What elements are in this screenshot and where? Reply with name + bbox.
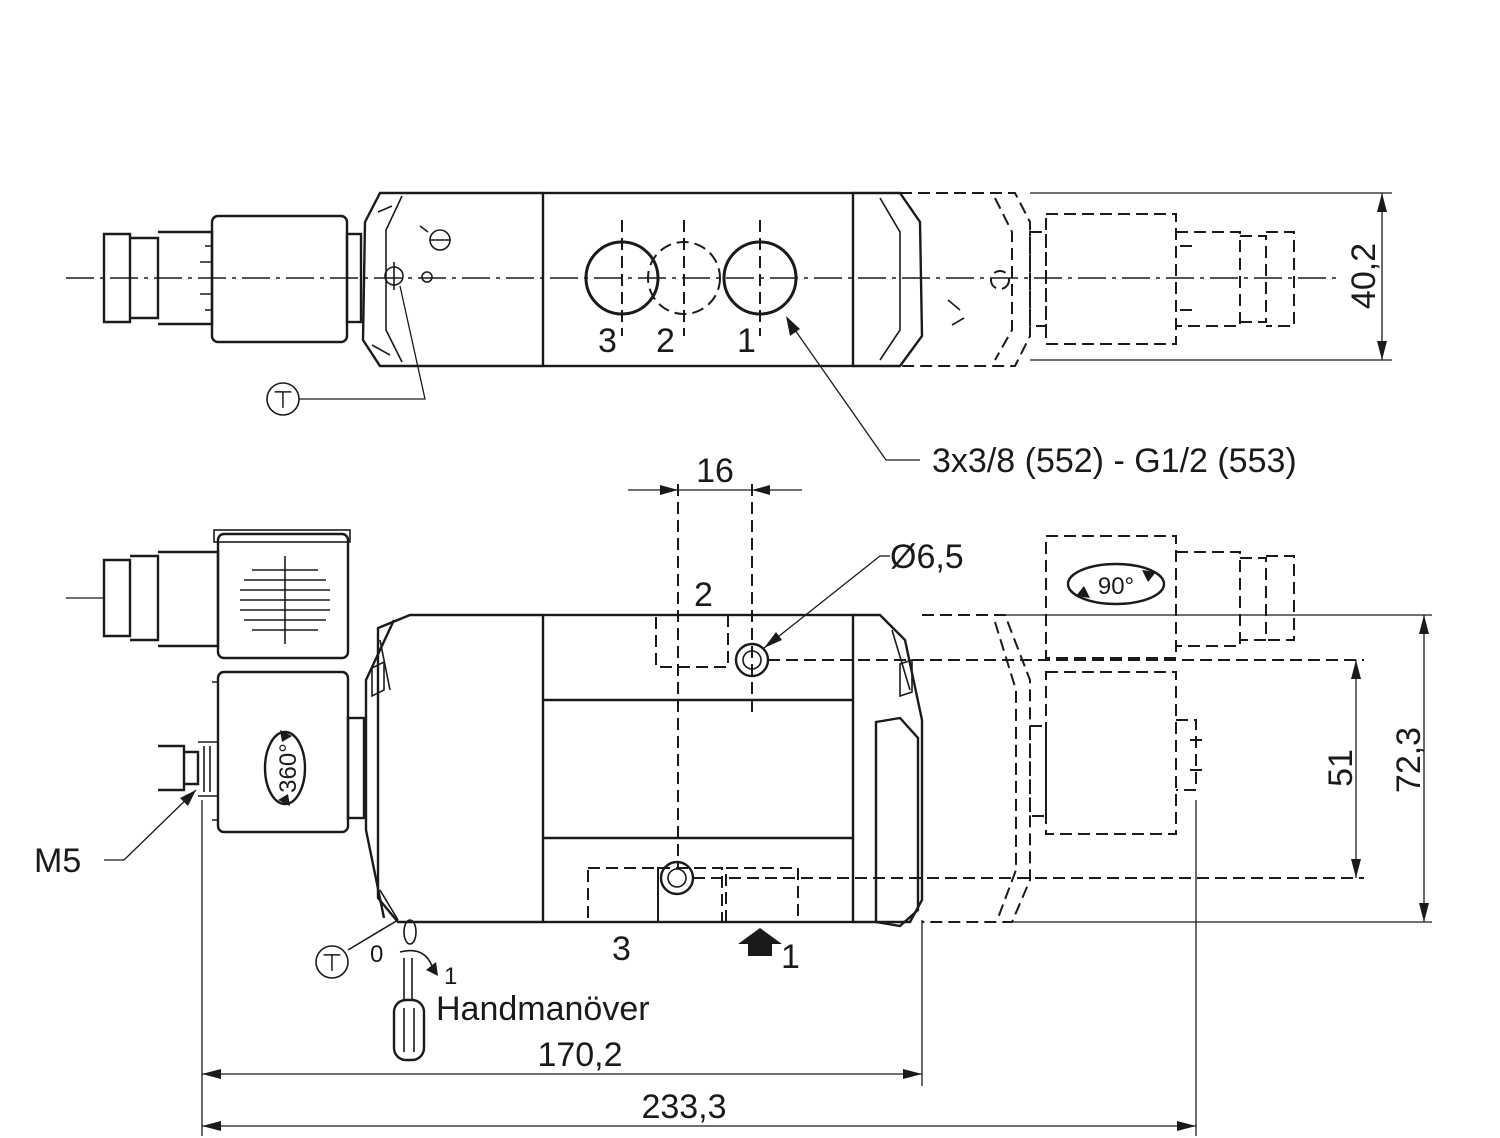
top-override-callout: ⊤ — [266, 285, 426, 416]
dim-40-2-label: 40,2 — [1345, 243, 1383, 309]
top-center-body: 3 2 1 — [541, 191, 855, 368]
pos-0-label: 0 — [370, 941, 383, 968]
front-left-endcap — [364, 613, 543, 924]
rot-90-label: 90° — [1098, 573, 1134, 600]
front-center-body: 2 3 1 — [541, 576, 855, 976]
front-view: 360° — [34, 452, 1432, 1136]
dim-233-3-label: 233,3 — [641, 1088, 726, 1126]
leader-port-thread: 3x3/8 (552) - G1/2 (553) — [786, 316, 1297, 480]
m5-label: M5 — [34, 842, 81, 880]
dim-51: 51 — [693, 659, 1364, 879]
dim-233-3: 233,3 — [202, 800, 1197, 1136]
hole-dia-label: Ø6,5 — [890, 538, 964, 576]
leader-m5: M5 — [34, 789, 197, 880]
front-override-symbol: ⊤ — [322, 950, 343, 977]
leader-hole-dia: Ø6,5 — [763, 538, 964, 649]
dim-170-2-label: 170,2 — [537, 1036, 622, 1074]
top-override-symbol: ⊤ — [273, 387, 294, 414]
top-right-endcap — [853, 191, 1031, 368]
coil-grille — [240, 556, 330, 644]
dim-170-2: 170,2 — [201, 800, 923, 1136]
front-right-solenoid-dashed: 90° — [1045, 535, 1295, 835]
top-view: 3 2 1 40,2 — [66, 191, 1392, 480]
pos-1-label: 1 — [444, 963, 457, 990]
dim-40-2: 40,2 — [1030, 192, 1392, 361]
dim-72-3: 72,3 — [1005, 614, 1432, 923]
dim-16: 16 — [628, 452, 802, 868]
top-port-3-label: 3 — [598, 322, 617, 360]
front-port-3-label: 3 — [612, 930, 631, 968]
rot-360-label: 360° — [275, 743, 302, 793]
top-port-2-label: 2 — [656, 322, 675, 360]
port-thread-label: 3x3/8 (552) - G1/2 (553) — [932, 442, 1297, 480]
front-port-2-label: 2 — [694, 576, 713, 614]
dim-72-3-label: 72,3 — [1390, 727, 1428, 793]
top-left-endcap — [361, 191, 543, 368]
front-left-solenoid: 360° — [66, 529, 366, 834]
top-port-1-label: 1 — [737, 322, 756, 360]
dim-16-label: 16 — [696, 452, 734, 490]
manual-override: ⊤ 0 1 Handmanöver — [315, 919, 650, 1062]
front-port-1-label: 1 — [781, 938, 800, 976]
front-right-endcap — [853, 613, 1047, 928]
dim-51-label: 51 — [1322, 749, 1360, 787]
manual-override-label: Handmanöver — [436, 990, 650, 1028]
top-left-connector — [102, 214, 363, 344]
top-right-solenoid-dashed — [1029, 213, 1295, 345]
screwdriver-icon — [392, 958, 426, 1062]
